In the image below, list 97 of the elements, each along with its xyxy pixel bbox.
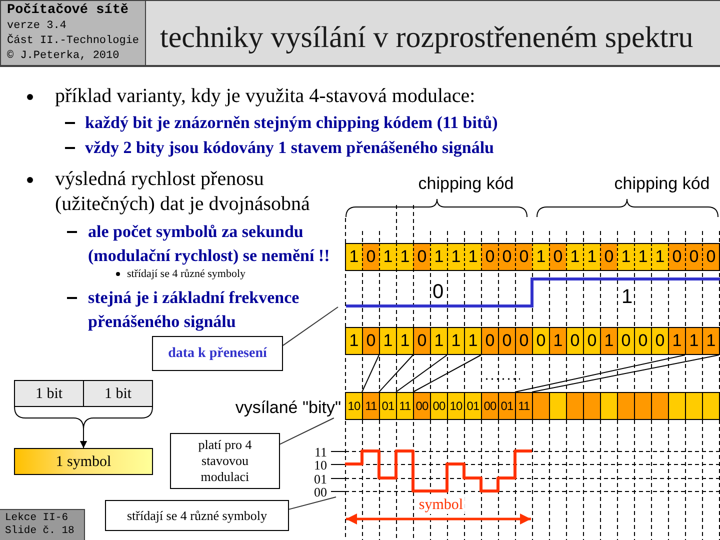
bit-cell: 1	[634, 243, 652, 271]
bit-value-label: 0	[432, 281, 444, 303]
bit-cell: 0	[617, 327, 635, 355]
bit-cell: 0	[600, 243, 618, 271]
header-text: verze 3.4	[7, 18, 66, 34]
bullet-text: stejná je i základní frekvence přenášeného signálu	[88, 287, 300, 333]
bit-cell: 0	[583, 327, 601, 355]
bit-cell: 1	[464, 327, 482, 355]
bit-cell: 1	[379, 327, 397, 355]
bullet-text: každý bit je znázorněn stejným chipping kódem (11 bitů)	[85, 112, 498, 134]
header-panel	[0, 0, 146, 67]
bit-label: 1 bit	[35, 384, 63, 402]
bit-cell: 00	[430, 392, 448, 420]
bit-cell: 1	[583, 243, 601, 271]
bit-cell: 10	[447, 392, 465, 420]
leader-line	[280, 418, 334, 445]
bit-cell: 01	[464, 392, 482, 420]
bit-cell: 11	[396, 392, 414, 420]
bit-cell: 1	[396, 243, 414, 271]
bullet-text: vždy 2 bity jsou kódovány 1 stavem přenášeného signálu	[85, 137, 494, 159]
callout-text: střídají se 4 různé symboly	[126, 507, 268, 524]
level-label: 00	[314, 486, 327, 498]
bit-cell: 0	[362, 243, 380, 271]
bit-cell: 1	[345, 243, 363, 271]
slide-title: techniky vysílání v rozprostřeneném spektru	[160, 21, 694, 55]
symbol-box	[14, 448, 153, 475]
bit-cell: 0	[515, 243, 533, 271]
level-label: 11	[314, 446, 327, 458]
bit-cell: 1	[600, 327, 618, 355]
slide-number-text: Slide č. 18	[5, 525, 74, 538]
brace-arrow	[80, 406, 153, 448]
level-label: 01	[314, 472, 327, 486]
bit-box	[14, 380, 84, 407]
brace-label: chipping kód	[418, 174, 514, 194]
bit-cell: 11	[362, 392, 380, 420]
bit-cell: 0	[634, 327, 652, 355]
brace-label: chipping kód	[614, 174, 710, 194]
bit-cell: 0	[481, 327, 499, 355]
bit-label: 1 bit	[104, 384, 132, 402]
callout-text: platí pro 4 stavovou modulaci	[197, 437, 253, 485]
bullet-text: střídají se 4 různé symboly	[127, 267, 246, 281]
bit-cell: 1	[447, 243, 465, 271]
row-label: vysílané "bity"	[235, 398, 341, 418]
header-text: Počítačové sítě	[7, 2, 129, 18]
bit-cell: 0	[515, 327, 533, 355]
callout-box	[105, 500, 289, 531]
bit-cell: 1	[447, 327, 465, 355]
bit-cell: 1	[617, 243, 635, 271]
callout-box	[170, 433, 280, 489]
bit-cell: 1	[566, 243, 584, 271]
bit-cell: 0	[481, 243, 499, 271]
bit-cell: 0	[498, 243, 516, 271]
bit-cell: 0	[549, 243, 567, 271]
bit-cell: 01	[379, 392, 397, 420]
bit-cell: 1	[345, 327, 363, 355]
bit-cell: 1	[464, 243, 482, 271]
bit-cell: 0	[362, 327, 380, 355]
header-text: © J.Peterka, 2010	[7, 48, 120, 64]
header-text: Část II.-Technologie	[7, 34, 140, 48]
bit-cell: 1	[668, 327, 686, 355]
bit-cell: 0	[566, 327, 584, 355]
leader-line	[288, 496, 336, 510]
bullet-text: příklad varianty, kdy je využita 4-stavová modulace:	[55, 84, 476, 109]
bit-cell: 1	[651, 243, 669, 271]
bit-cell: 00	[413, 392, 431, 420]
bit-cell: 0	[498, 327, 516, 355]
bullet-text: ale počet symbolů za sekundu (modulační rychlost) se nemění !!	[88, 221, 331, 267]
bit-cell: 00	[481, 392, 499, 420]
slide-number-text: Lekce II-6	[5, 512, 68, 525]
bit-cell: 0	[413, 243, 431, 271]
bit-cell: 1	[702, 327, 720, 355]
leader-line	[282, 306, 338, 346]
bit-cell: 01	[498, 392, 516, 420]
bit-cell: 0	[532, 327, 550, 355]
level-label: 10	[314, 458, 327, 472]
bit-cell: 0	[651, 327, 669, 355]
bit-box	[83, 380, 153, 407]
bit-cell: 1	[532, 243, 550, 271]
bit-value-label: 1	[621, 286, 633, 308]
bit-cell: 11	[515, 392, 533, 420]
bit-cell: 1	[379, 243, 397, 271]
bit-cell: 0	[702, 243, 720, 271]
bit-cell: 1	[685, 327, 703, 355]
symbol-label: 1 symbol	[56, 452, 112, 470]
callout-text: data k přenesení	[168, 345, 267, 362]
callout-box	[152, 336, 283, 371]
bullet-text: výsledná rychlost přenosu (užitečných) dat je dvojnásobná	[55, 167, 311, 217]
bit-cell: 1	[549, 327, 567, 355]
bit-cell: 10	[345, 392, 363, 420]
dimension-label: symbol	[416, 496, 466, 514]
bit-cell: 1	[430, 327, 448, 355]
bit-cell: 0	[685, 243, 703, 271]
bit-cell: 0	[413, 327, 431, 355]
bit-cell: 1	[430, 243, 448, 271]
bit-cell: 0	[668, 243, 686, 271]
bit-cell: 1	[396, 327, 414, 355]
footer-panel	[0, 509, 85, 540]
